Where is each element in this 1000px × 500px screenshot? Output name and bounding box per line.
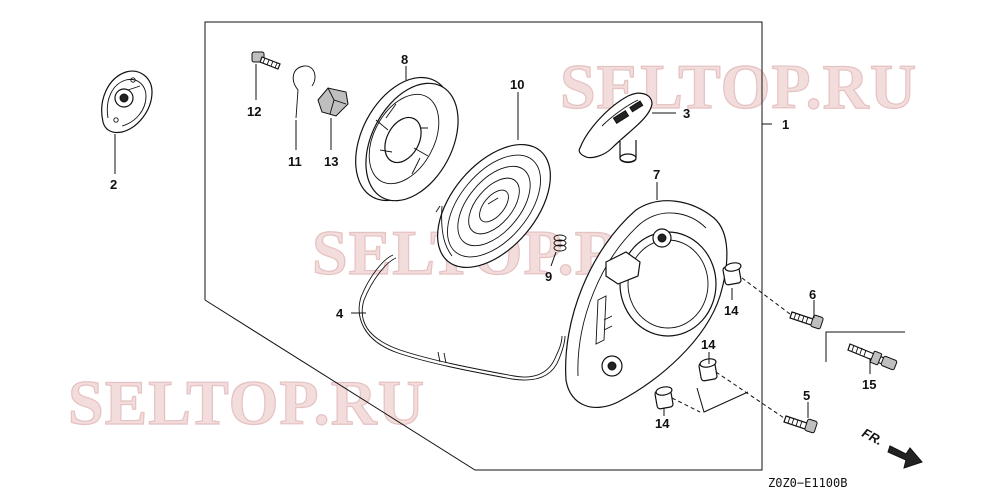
callout-15: 15 — [862, 377, 876, 392]
front-arrow-icon — [887, 445, 923, 469]
callout-14-middle: 14 — [701, 337, 716, 352]
callout-14-lower: 14 — [655, 416, 670, 431]
callout-2: 2 — [110, 177, 117, 192]
watermark-bottom: SELTOP.RU — [68, 367, 425, 438]
callout-5: 5 — [803, 388, 810, 403]
leader-lines — [114, 64, 871, 419]
spring-9 — [553, 234, 567, 252]
assembly-boundary — [204, 21, 763, 471]
drawing-code: Z0Z0−E1100B — [768, 476, 847, 490]
bolt-5 — [783, 415, 818, 434]
bolt-12 — [251, 51, 281, 70]
part-15-boundary — [825, 331, 905, 362]
callout-11: 11 — [288, 154, 302, 169]
starter-rope-4 — [358, 254, 566, 381]
spring-clip-11 — [292, 65, 316, 119]
callout-4: 4 — [336, 306, 344, 321]
callout-9: 9 — [545, 269, 552, 284]
callout-10: 10 — [510, 77, 524, 92]
callout-14-upper: 14 — [724, 303, 739, 318]
callout-12: 12 — [247, 104, 261, 119]
starter-case-7 — [565, 200, 728, 409]
callout-13: 13 — [324, 154, 338, 169]
recoil-spring-10 — [435, 143, 551, 269]
collar-14-upper — [722, 262, 742, 286]
callout-8: 8 — [401, 52, 408, 67]
callout-6: 6 — [809, 287, 816, 302]
collar-14-middle — [698, 358, 718, 382]
collar-14-lower — [654, 386, 674, 410]
reel-8 — [355, 76, 459, 202]
fr-label: FR. — [860, 425, 886, 448]
bolt-6 — [789, 311, 824, 330]
pulley-plate — [101, 70, 153, 134]
front-direction-indicator: FR. — [860, 425, 923, 469]
callout-7: 7 — [653, 167, 660, 182]
callout-3: 3 — [683, 106, 690, 121]
stud-bolt-15 — [847, 343, 898, 371]
callout-1: 1 — [782, 117, 789, 132]
starter-handle-3 — [578, 92, 653, 164]
ratchet-13 — [317, 87, 349, 117]
